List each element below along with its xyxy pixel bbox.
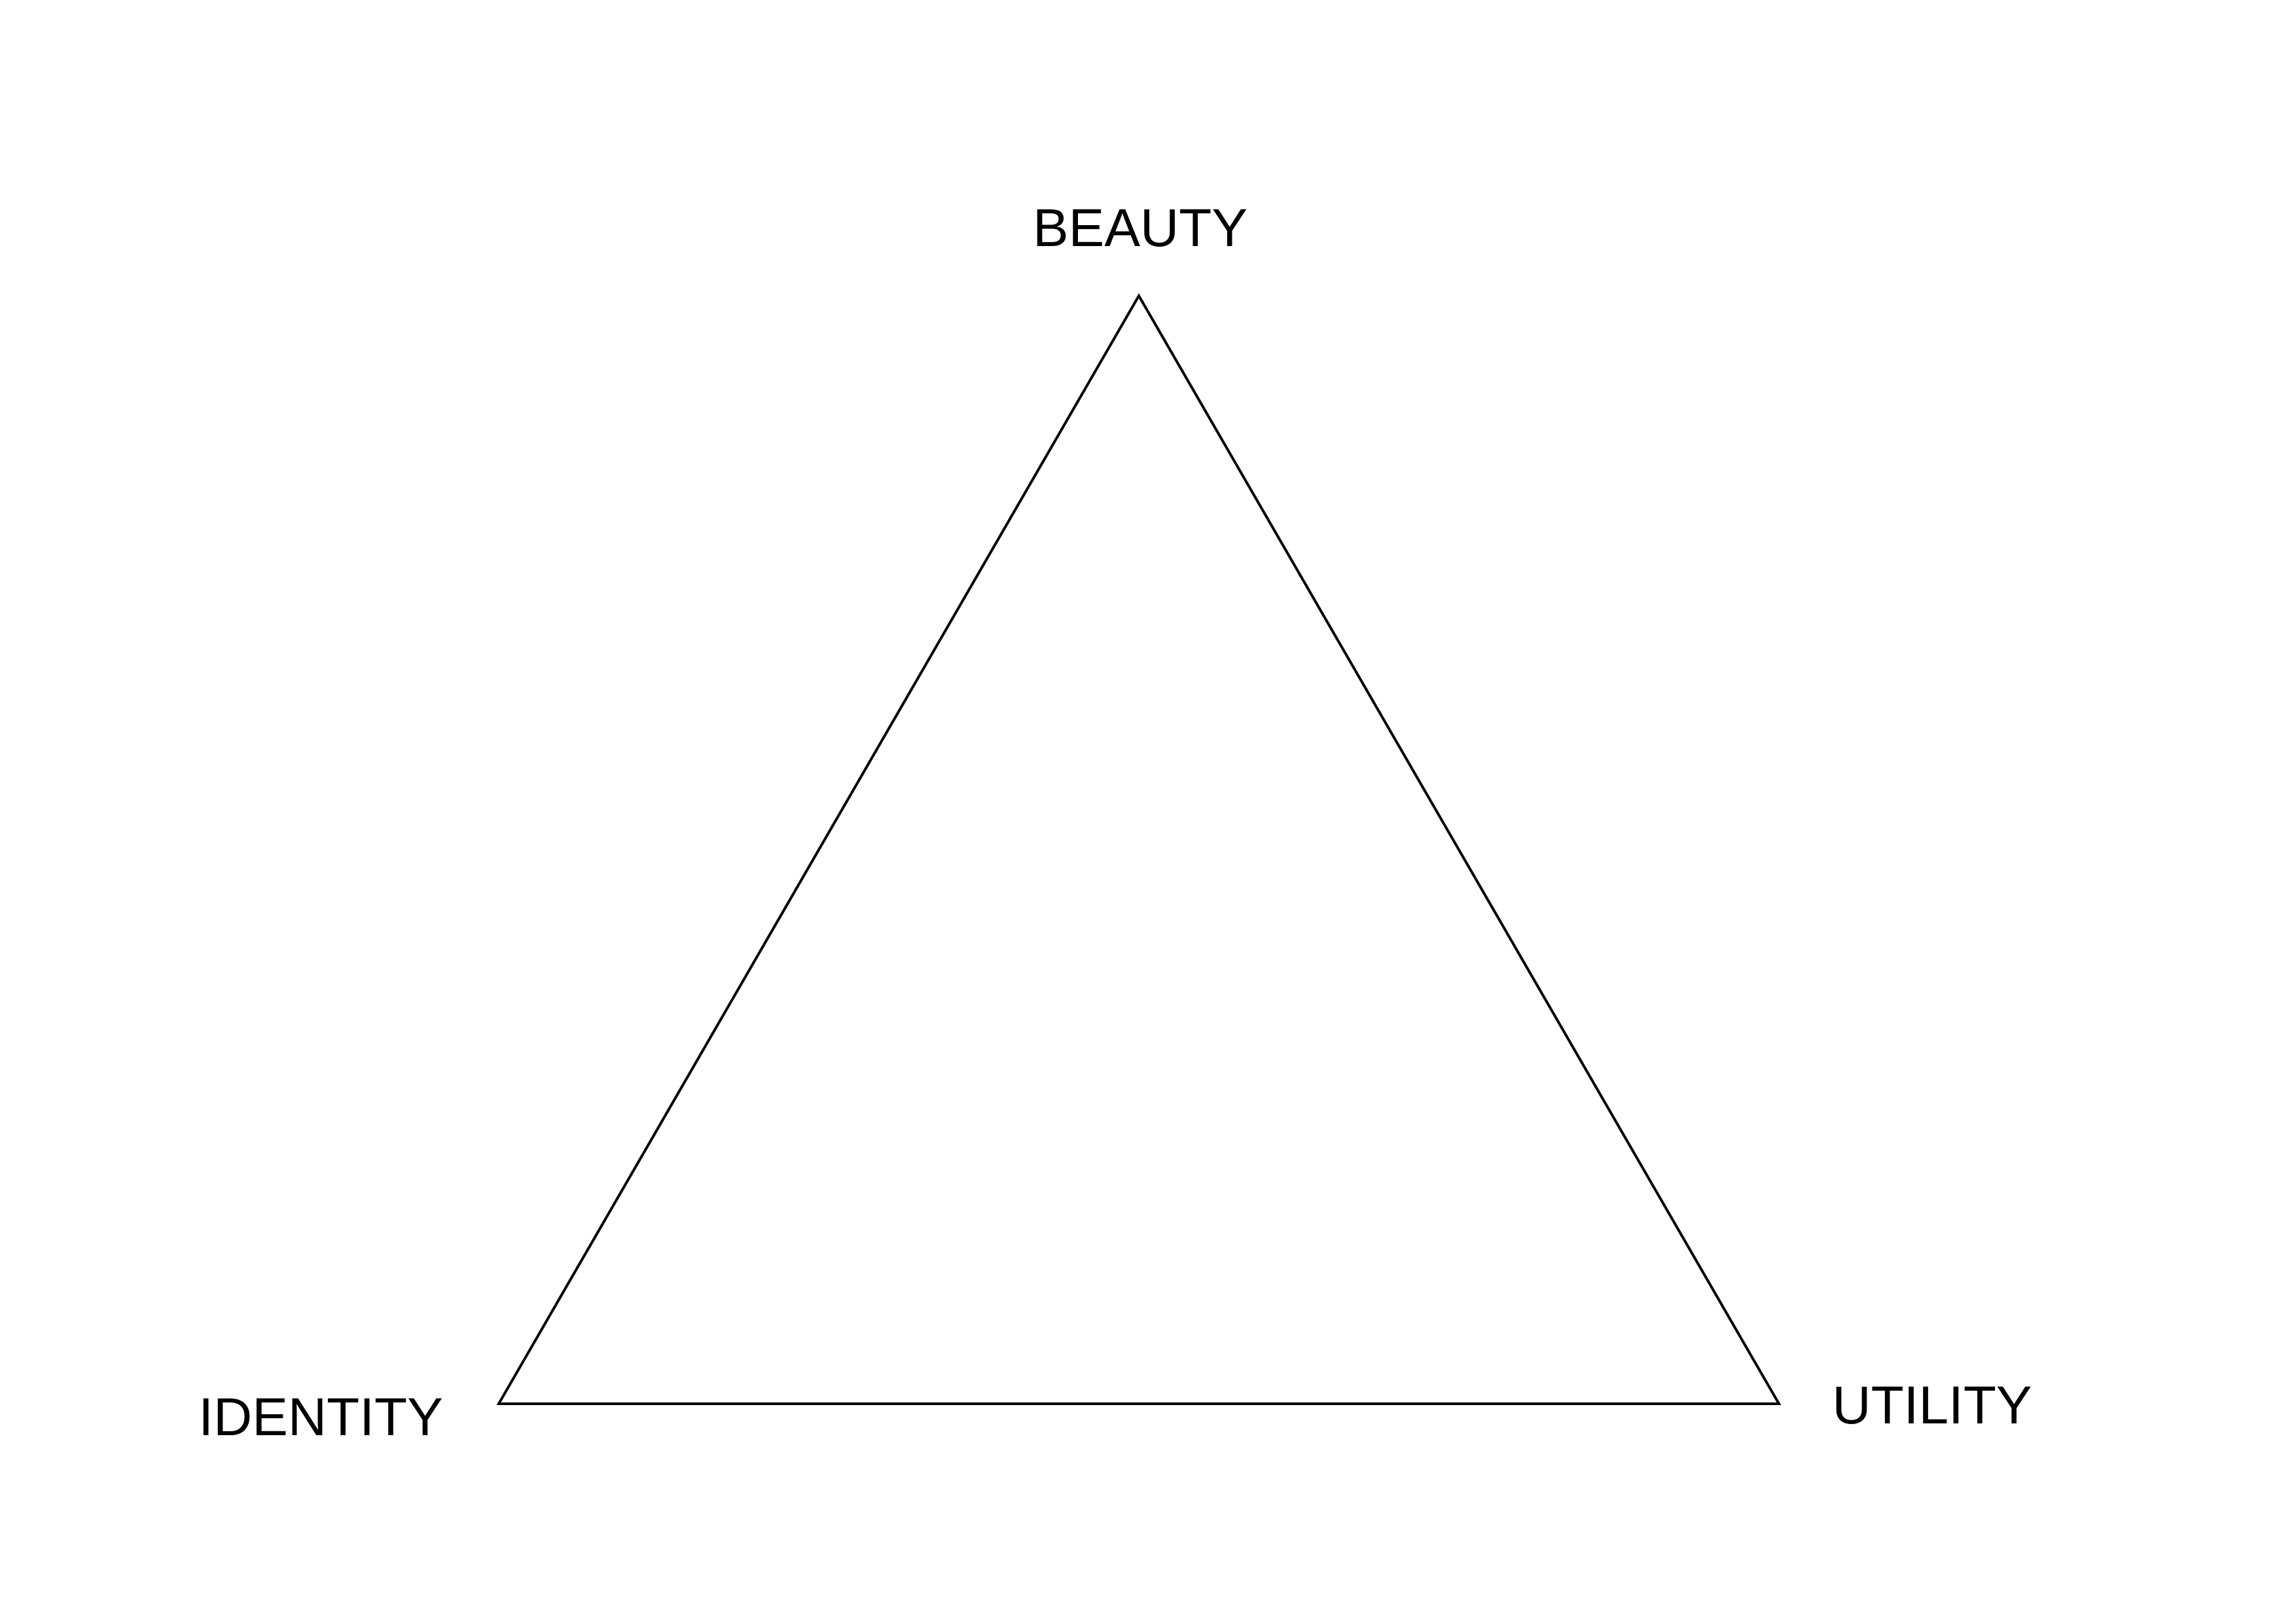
label-beauty: BEAUTY	[1033, 198, 1247, 258]
triangle-shape	[496, 293, 1782, 1405]
label-identity: IDENTITY	[198, 1387, 443, 1447]
label-utility: UTILITY	[1832, 1376, 2032, 1435]
